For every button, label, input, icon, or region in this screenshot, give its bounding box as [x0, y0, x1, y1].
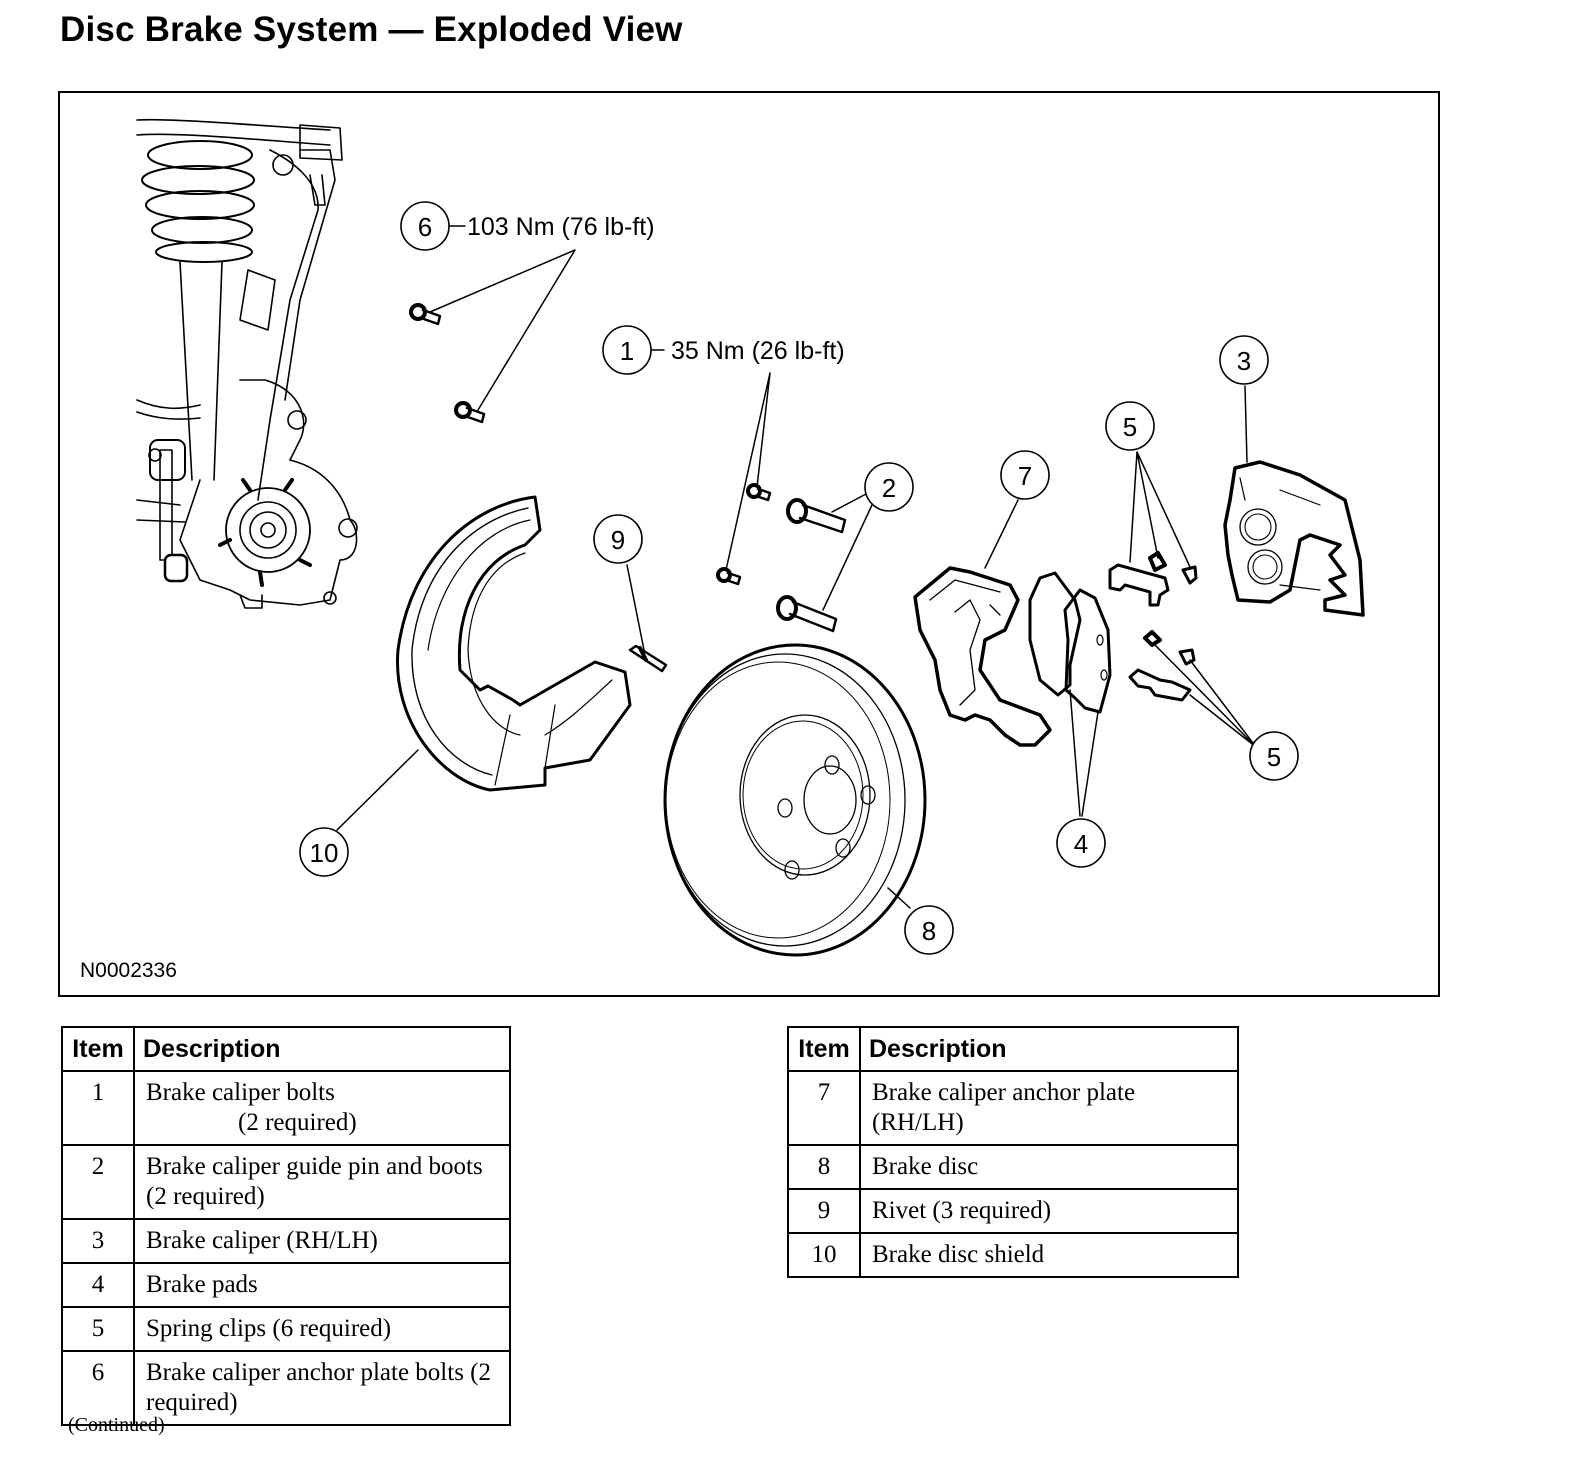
callout-circle-5-upper [1105, 401, 1155, 451]
caliper-bolt-icon [716, 567, 742, 586]
callout-circle-5-lower [1249, 731, 1299, 781]
callout-number-4: 4 [1074, 829, 1088, 859]
item-number: 2 [61, 1144, 135, 1220]
anchor-plate-illustration [913, 566, 1052, 747]
callout-circle-3 [1219, 335, 1269, 385]
column-header-item: Item [61, 1026, 135, 1072]
table-row: 5 Spring clips (6 required) [61, 1306, 511, 1352]
column-header-item: Item [787, 1026, 861, 1072]
item-description: Brake caliper anchor plate (RH/LH) [859, 1070, 1239, 1146]
table-row: 3 Brake caliper (RH/LH) [61, 1218, 511, 1264]
item-description: Brake disc [859, 1144, 1239, 1190]
table-row: 4 Brake pads [61, 1262, 511, 1308]
continued-note: (Continued) [68, 1414, 165, 1436]
torque-spec-1: 35 Nm (26 lb-ft) [671, 337, 845, 365]
figure-id: N0002336 [80, 959, 177, 982]
leader-lines [336, 225, 1257, 909]
item-number: 5 [61, 1306, 135, 1352]
callout-circle-9 [593, 514, 643, 564]
callout-circle-7 [1000, 450, 1050, 500]
item-description: Brake caliper anchor plate bolts (2 requ… [133, 1350, 511, 1426]
description-quantity: (2 required) [238, 1109, 357, 1136]
description-text: Brake caliper bolts [146, 1079, 335, 1106]
callout-circles [299, 201, 1299, 955]
callout-number-5-lower: 5 [1267, 742, 1281, 772]
item-description: Brake caliper bolts (2 required) [133, 1070, 511, 1146]
item-description: Brake caliper (RH/LH) [133, 1218, 511, 1264]
callout-number-7: 7 [1018, 461, 1032, 491]
item-number: 3 [61, 1218, 135, 1264]
item-description: Brake disc shield [859, 1232, 1239, 1278]
guide-pin-icon [786, 498, 847, 534]
suspension-knuckle-illustration [136, 118, 358, 609]
callout-number-8: 8 [922, 916, 936, 946]
callout-circle-10 [299, 827, 349, 877]
parts-table-right: Item Description 7 Brake caliper anchor … [787, 1026, 1239, 1278]
callout-number-3: 3 [1237, 346, 1251, 376]
item-description: Brake caliper guide pin and boots (2 req… [133, 1144, 511, 1220]
item-number: 6 [61, 1350, 135, 1426]
item-number: 4 [61, 1262, 135, 1308]
callout-circle-1 [602, 325, 652, 375]
column-header-description: Description [133, 1026, 511, 1072]
callout-circle-4 [1056, 818, 1106, 868]
table-row: 10 Brake disc shield [787, 1232, 1239, 1278]
anchor-plate-bolt-icon [454, 401, 486, 424]
brake-disc-illustration [663, 643, 927, 957]
caliper-bolt-icon [746, 483, 772, 502]
anchor-plate-bolt-icon [409, 303, 442, 326]
callout-number-9: 9 [611, 525, 625, 555]
callout-circle-2 [864, 462, 914, 512]
item-number: 1 [61, 1070, 135, 1146]
rivet-icon [628, 644, 668, 673]
item-description: Spring clips (6 required) [133, 1306, 511, 1352]
callout-number-2: 2 [882, 473, 896, 503]
table-row: 9 Rivet (3 required) [787, 1188, 1239, 1234]
diagram-canvas: 6 1 3 5 7 2 9 5 4 10 8 103 Nm (76 lb-ft)… [136, 118, 1365, 957]
column-header-description: Description [859, 1026, 1239, 1072]
table-header-row: Item Description [787, 1026, 1239, 1072]
table-row: 7 Brake caliper anchor plate (RH/LH) [787, 1070, 1239, 1146]
page-title: Disc Brake System — Exploded View [60, 10, 683, 49]
callout-circle-6 [400, 201, 450, 251]
disc-shield-illustration [396, 495, 632, 792]
exploded-view-diagram: 6 1 3 5 7 2 9 5 4 10 8 103 Nm (76 lb-ft)… [58, 91, 1440, 997]
parts-table-left: Item Description 1 Brake caliper bolts (… [61, 1026, 511, 1426]
table-row: 6 Brake caliper anchor plate bolts (2 re… [61, 1350, 511, 1426]
callout-number-10: 10 [310, 838, 339, 868]
item-number: 10 [787, 1232, 861, 1278]
torque-spec-6: 103 Nm (76 lb-ft) [467, 213, 655, 241]
item-description: Brake pads [133, 1262, 511, 1308]
table-row: 8 Brake disc [787, 1144, 1239, 1190]
table-row: 1 Brake caliper bolts (2 required) [61, 1070, 511, 1146]
callout-number-5-upper: 5 [1123, 412, 1137, 442]
item-description: Rivet (3 required) [859, 1188, 1239, 1234]
guide-pin-icon [776, 595, 838, 633]
brake-pads-illustration [1028, 571, 1112, 714]
callout-circle-8 [904, 905, 954, 955]
item-number: 9 [787, 1188, 861, 1234]
spring-clips-illustration [1108, 551, 1198, 702]
table-header-row: Item Description [61, 1026, 511, 1072]
item-number: 7 [787, 1070, 861, 1146]
brake-caliper-illustration [1223, 460, 1365, 617]
table-row: 2 Brake caliper guide pin and boots (2 r… [61, 1144, 511, 1220]
item-number: 8 [787, 1144, 861, 1190]
callout-number-6: 6 [418, 212, 432, 242]
callout-number-1: 1 [620, 336, 634, 366]
